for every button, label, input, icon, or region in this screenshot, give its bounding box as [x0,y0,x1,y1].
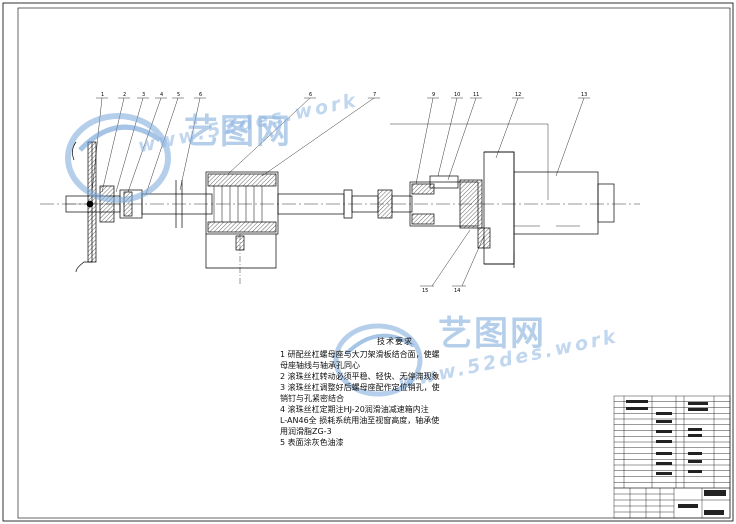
tech-line: 1 研配丝杠螺母座与大刀架滑板结合面，使螺 [280,350,440,359]
callout-12: 12 [515,92,521,98]
callout-4: 4 [160,92,163,98]
tech-title: 技术要求 [377,337,413,346]
callout-11: 11 [473,92,479,98]
tech-line: 5 表面涂灰色油漆 [280,438,344,447]
callout-13: 13 [581,92,587,98]
callout-14: 14 [454,288,460,294]
watermark-logo-top [65,113,171,203]
leader-lines [91,97,590,287]
callout-7: 7 [373,92,376,98]
callout-5: 5 [177,92,180,98]
technical-requirements: 技术要求 1 研配丝杠螺母座与大刀架滑板结合面，使螺 母座轴线与轴承孔同心 2 … [280,336,510,448]
callout-6b: 6 [309,92,312,98]
callout-3: 3 [142,92,145,98]
callout-numbers: 1 2 3 4 5 6 6 7 9 10 11 12 13 15 14 [101,92,587,294]
callout-9: 9 [432,92,435,98]
tech-line: 4 滚珠丝杠定期注HJ-20润滑油减速箱内注 [280,405,429,414]
callout-2: 2 [123,92,126,98]
tech-line: L-AN46全 损耗系统用油至视窗高度，轴承使 [280,416,440,425]
tech-line: 3 滚珠丝杠调整好后螺母座配作定位销孔，使 [280,383,440,392]
inner-border [17,7,731,519]
callout-6a: 6 [199,92,202,98]
title-block [613,487,731,519]
parts-list-table [613,395,731,489]
watermark-cn-top: 艺图网 [184,112,292,152]
callout-10: 10 [454,92,460,98]
ball-screw-assembly [40,123,640,286]
watermark-logo-bottom [333,323,423,397]
tech-line: 销钉与孔紧密结合 [280,394,344,403]
tech-line: 用润滑脂ZG-3 [280,427,332,436]
callout-1: 1 [101,92,104,98]
tech-line: 2 滚珠丝杠转动必须平稳、轻快、无停滞现象 [280,372,440,381]
tech-line: 母座轴线与轴承孔同心 [280,361,360,370]
watermark-cn-bottom: 艺图网 [438,314,546,354]
callout-15: 15 [422,288,428,294]
